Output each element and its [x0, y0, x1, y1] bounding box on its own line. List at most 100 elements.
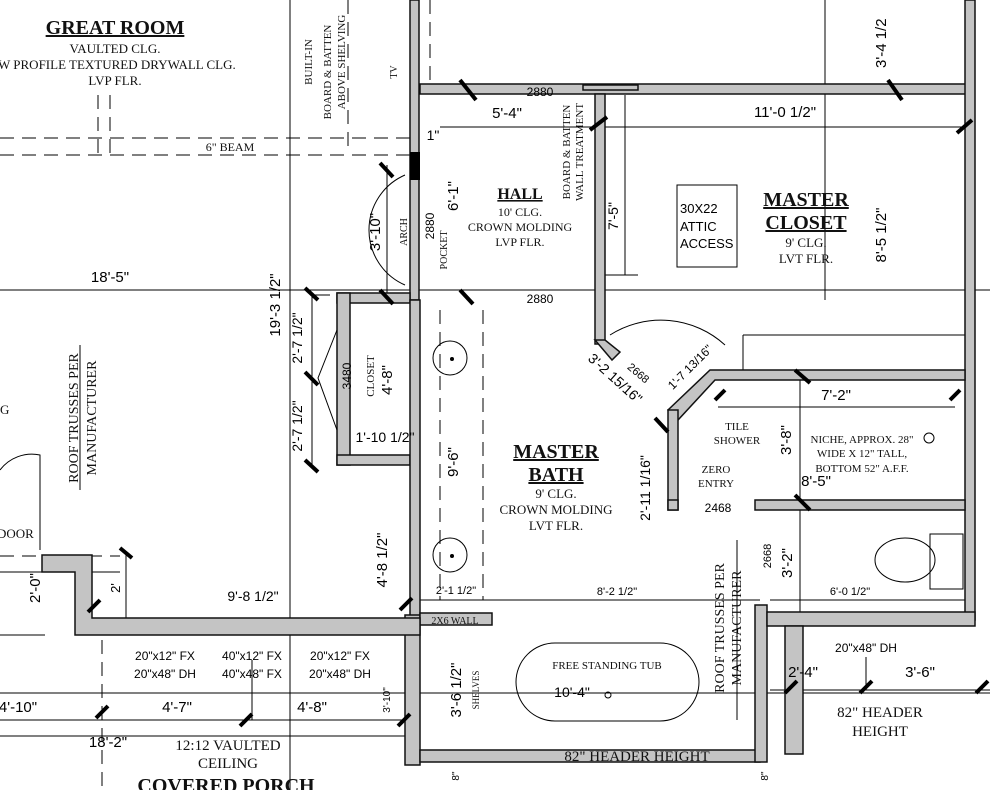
dimension-label: 2'-1 1/2": [436, 585, 476, 597]
shower-head-icon: [923, 432, 935, 444]
header-height-note: HEIGHT: [852, 724, 908, 740]
master-closet-note: 9' CLG.: [785, 235, 826, 250]
arch-opening: [368, 174, 406, 286]
dimension-label: 3'-10": [382, 687, 393, 713]
dimension-label: 8": [760, 771, 771, 781]
dimension-label: 8'-5": [801, 473, 831, 490]
master-bath-note: LVT FLR.: [529, 518, 583, 533]
header-height-note: 82" HEADER: [837, 705, 923, 721]
master-bath-note: 9' CLG.: [535, 486, 576, 501]
board-batten-note: WALL TREATMENT: [574, 103, 586, 201]
opening-labels: 2880 2880 2880 3480 2668 2468 2668 20"x1…: [134, 85, 897, 681]
attic-note: 30X22: [680, 201, 718, 216]
great-room-note: W PROFILE TEXTURED DRYWALL CLG.: [0, 57, 236, 72]
porch-note: 12:12 VAULTED: [175, 738, 280, 754]
niche-note: WIDE X 12" TALL,: [817, 448, 907, 460]
room-title-master-closet: CLOSET: [765, 212, 847, 234]
dimension-label: 19'-3 1/2": [267, 273, 284, 336]
dimension-label: 3'-2": [779, 548, 796, 578]
dimension-label: 3'-6 1/2": [448, 663, 465, 718]
attic-access-hatch: [676, 184, 738, 268]
door-label: 2880: [527, 292, 554, 306]
dimension-label: 2'-11 1/16": [637, 455, 653, 521]
room-title-master-bath: BATH: [528, 464, 584, 486]
window-label: 20"x12" FX: [310, 649, 370, 663]
dimension-label: 8'-5 1/2": [873, 208, 890, 263]
board-batten-note: BOARD & BATTEN: [561, 105, 573, 200]
porch-note: CEILING: [198, 756, 258, 772]
dimension-label: 3'-4 1/2: [873, 18, 890, 68]
window-label: 20"x48" DH: [134, 667, 196, 681]
window-label: 40"x12" FX: [222, 649, 282, 663]
hall-note: CROWN MOLDING: [468, 220, 573, 234]
zero-entry-note: ENTRY: [698, 478, 734, 490]
dimension-label: 4'-10": [0, 699, 37, 716]
dimension-label: 3'-6": [905, 664, 935, 681]
sink-icon: [432, 537, 468, 573]
room-title-hall: HALL: [497, 186, 542, 203]
niche-note: BOTTOM 52" A.F.F.: [815, 463, 909, 475]
tv-note: TV: [389, 65, 400, 79]
shelves-note: SHELVES: [471, 671, 481, 710]
bathtub-icon: [515, 642, 700, 722]
built-in-note: ABOVE SHELVING: [336, 15, 348, 110]
door-label: 2468: [705, 501, 732, 515]
room-title-closet: CLOSET: [365, 355, 377, 397]
window-label: 20"x48" DH: [835, 641, 897, 655]
great-room-note: VAULTED CLG.: [69, 41, 160, 56]
door-label: 2880: [423, 212, 437, 239]
wall-2x6-note: 2X6 WALL: [431, 616, 478, 627]
great-room-note: LVP FLR.: [88, 73, 141, 88]
dimension-label: 2'-7 1/2": [289, 312, 305, 363]
shower-note: SHOWER: [714, 435, 761, 447]
dimension-label: 2'-0": [27, 573, 44, 603]
beam-note: 6" BEAM: [206, 140, 255, 154]
attic-note: ATTIC: [680, 219, 717, 234]
dimension-label: 7'-2": [821, 387, 851, 404]
dimension-label: 3'-10": [367, 213, 384, 251]
room-labels: GREAT ROOM VAULTED CLG. W PROFILE TEXTUR…: [0, 17, 849, 790]
header-height-note: 82" HEADER HEIGHT: [564, 749, 709, 765]
niche-note: NICHE, APPROX. 28": [811, 434, 914, 446]
dimension-label: 5'-4": [492, 105, 522, 122]
tub-note: FREE STANDING TUB: [552, 660, 662, 672]
arch-note: ARCH: [399, 218, 410, 246]
door-label: 3480: [340, 362, 354, 389]
dimension-label: 6'-0 1/2": [830, 586, 870, 598]
dimension-label: 4'-7": [162, 699, 192, 716]
dimension-label: 8": [451, 771, 462, 781]
room-title-great-room: GREAT ROOM: [46, 17, 185, 39]
trusses-note: MANUFACTURER: [85, 360, 100, 476]
window-label: 20"x48" DH: [309, 667, 371, 681]
dimension-label: 9'-8 1/2": [227, 588, 278, 604]
notes: 6" BEAM BUILT-IN BOARD & BATTEN ABOVE SH…: [0, 15, 923, 765]
room-title-master-bath: MASTER: [513, 441, 599, 463]
hall-note: LVP FLR.: [495, 235, 544, 249]
trusses-note: ROOF TRUSSES PER: [67, 353, 82, 483]
built-in-note: BUILT-IN: [303, 39, 315, 85]
dimension-ticks: [86, 78, 990, 728]
attic-note: ACCESS: [680, 236, 734, 251]
dimension-label: 4'-8": [297, 699, 327, 716]
room-title-master-closet: MASTER: [763, 189, 849, 211]
dimension-label: 3'-8": [778, 425, 795, 455]
window-label: 20"x12" FX: [135, 649, 195, 663]
door-label: 2668: [762, 544, 774, 568]
window-label: 40"x48" FX: [222, 667, 282, 681]
built-in-note: BOARD & BATTEN: [322, 25, 334, 120]
dimension-label: 2'-7 1/2": [289, 400, 305, 451]
master-bath-note: CROWN MOLDING: [499, 502, 612, 517]
walls: [41, 0, 976, 766]
dimension-label: 6'-1": [445, 181, 462, 211]
shower-note: TILE: [725, 421, 749, 433]
trusses-note: ROOF TRUSSES PER: [713, 563, 728, 693]
door-label-partial: DOOR: [0, 526, 34, 541]
sink-icon: [432, 340, 468, 376]
trusses-note: MANUFACTURER: [730, 570, 745, 686]
toilet-icon: [874, 537, 936, 583]
dimension-label: 2': [108, 583, 123, 593]
dimension-label: 18'-2": [89, 734, 127, 751]
dimension-label: 18'-5": [91, 269, 129, 286]
